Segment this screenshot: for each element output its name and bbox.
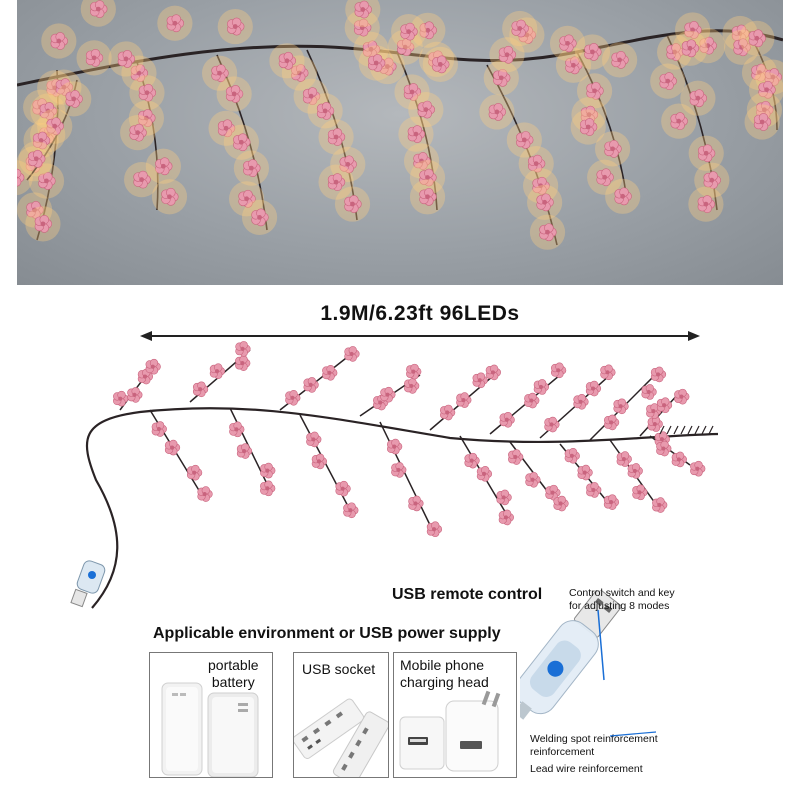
- control-switch-annotation: Control switch and key for adjusting 8 m…: [569, 587, 675, 612]
- panel-portable-battery: portable battery: [149, 652, 273, 778]
- lead-wire-annotation: Lead wire reinforcement: [530, 763, 643, 775]
- panel-charging-head: Mobile phone charging head: [393, 652, 517, 778]
- panel-label: portable battery: [208, 657, 259, 690]
- product-photo: [17, 0, 783, 285]
- vine-illustration: [70, 341, 719, 609]
- panel-label: Mobile phone charging head: [400, 657, 489, 690]
- welding-annotation: Welding spot reinforcement reinforcement: [530, 733, 658, 758]
- blossom-vine-photo: [17, 0, 783, 250]
- dimension-arrow: [140, 331, 700, 341]
- panel-usb-socket: USB socket: [293, 652, 389, 778]
- power-supply-title: Applicable environment or USB power supp…: [153, 625, 501, 642]
- length-label: 1.9M/6.23ft 96LEDs: [320, 302, 520, 325]
- power-strip-icon: [294, 698, 388, 777]
- charger-icon: [399, 690, 501, 772]
- mode-button-icon: [547, 660, 564, 677]
- annotation-pointer: [610, 731, 657, 737]
- length-dimension: 1.9M/6.23ft 96LEDs: [140, 300, 700, 350]
- panel-label: USB socket: [302, 661, 376, 677]
- usb-remote-detail: [520, 590, 622, 720]
- usb-remote-title: USB remote control: [392, 586, 543, 603]
- power-bank-icon: [161, 682, 259, 777]
